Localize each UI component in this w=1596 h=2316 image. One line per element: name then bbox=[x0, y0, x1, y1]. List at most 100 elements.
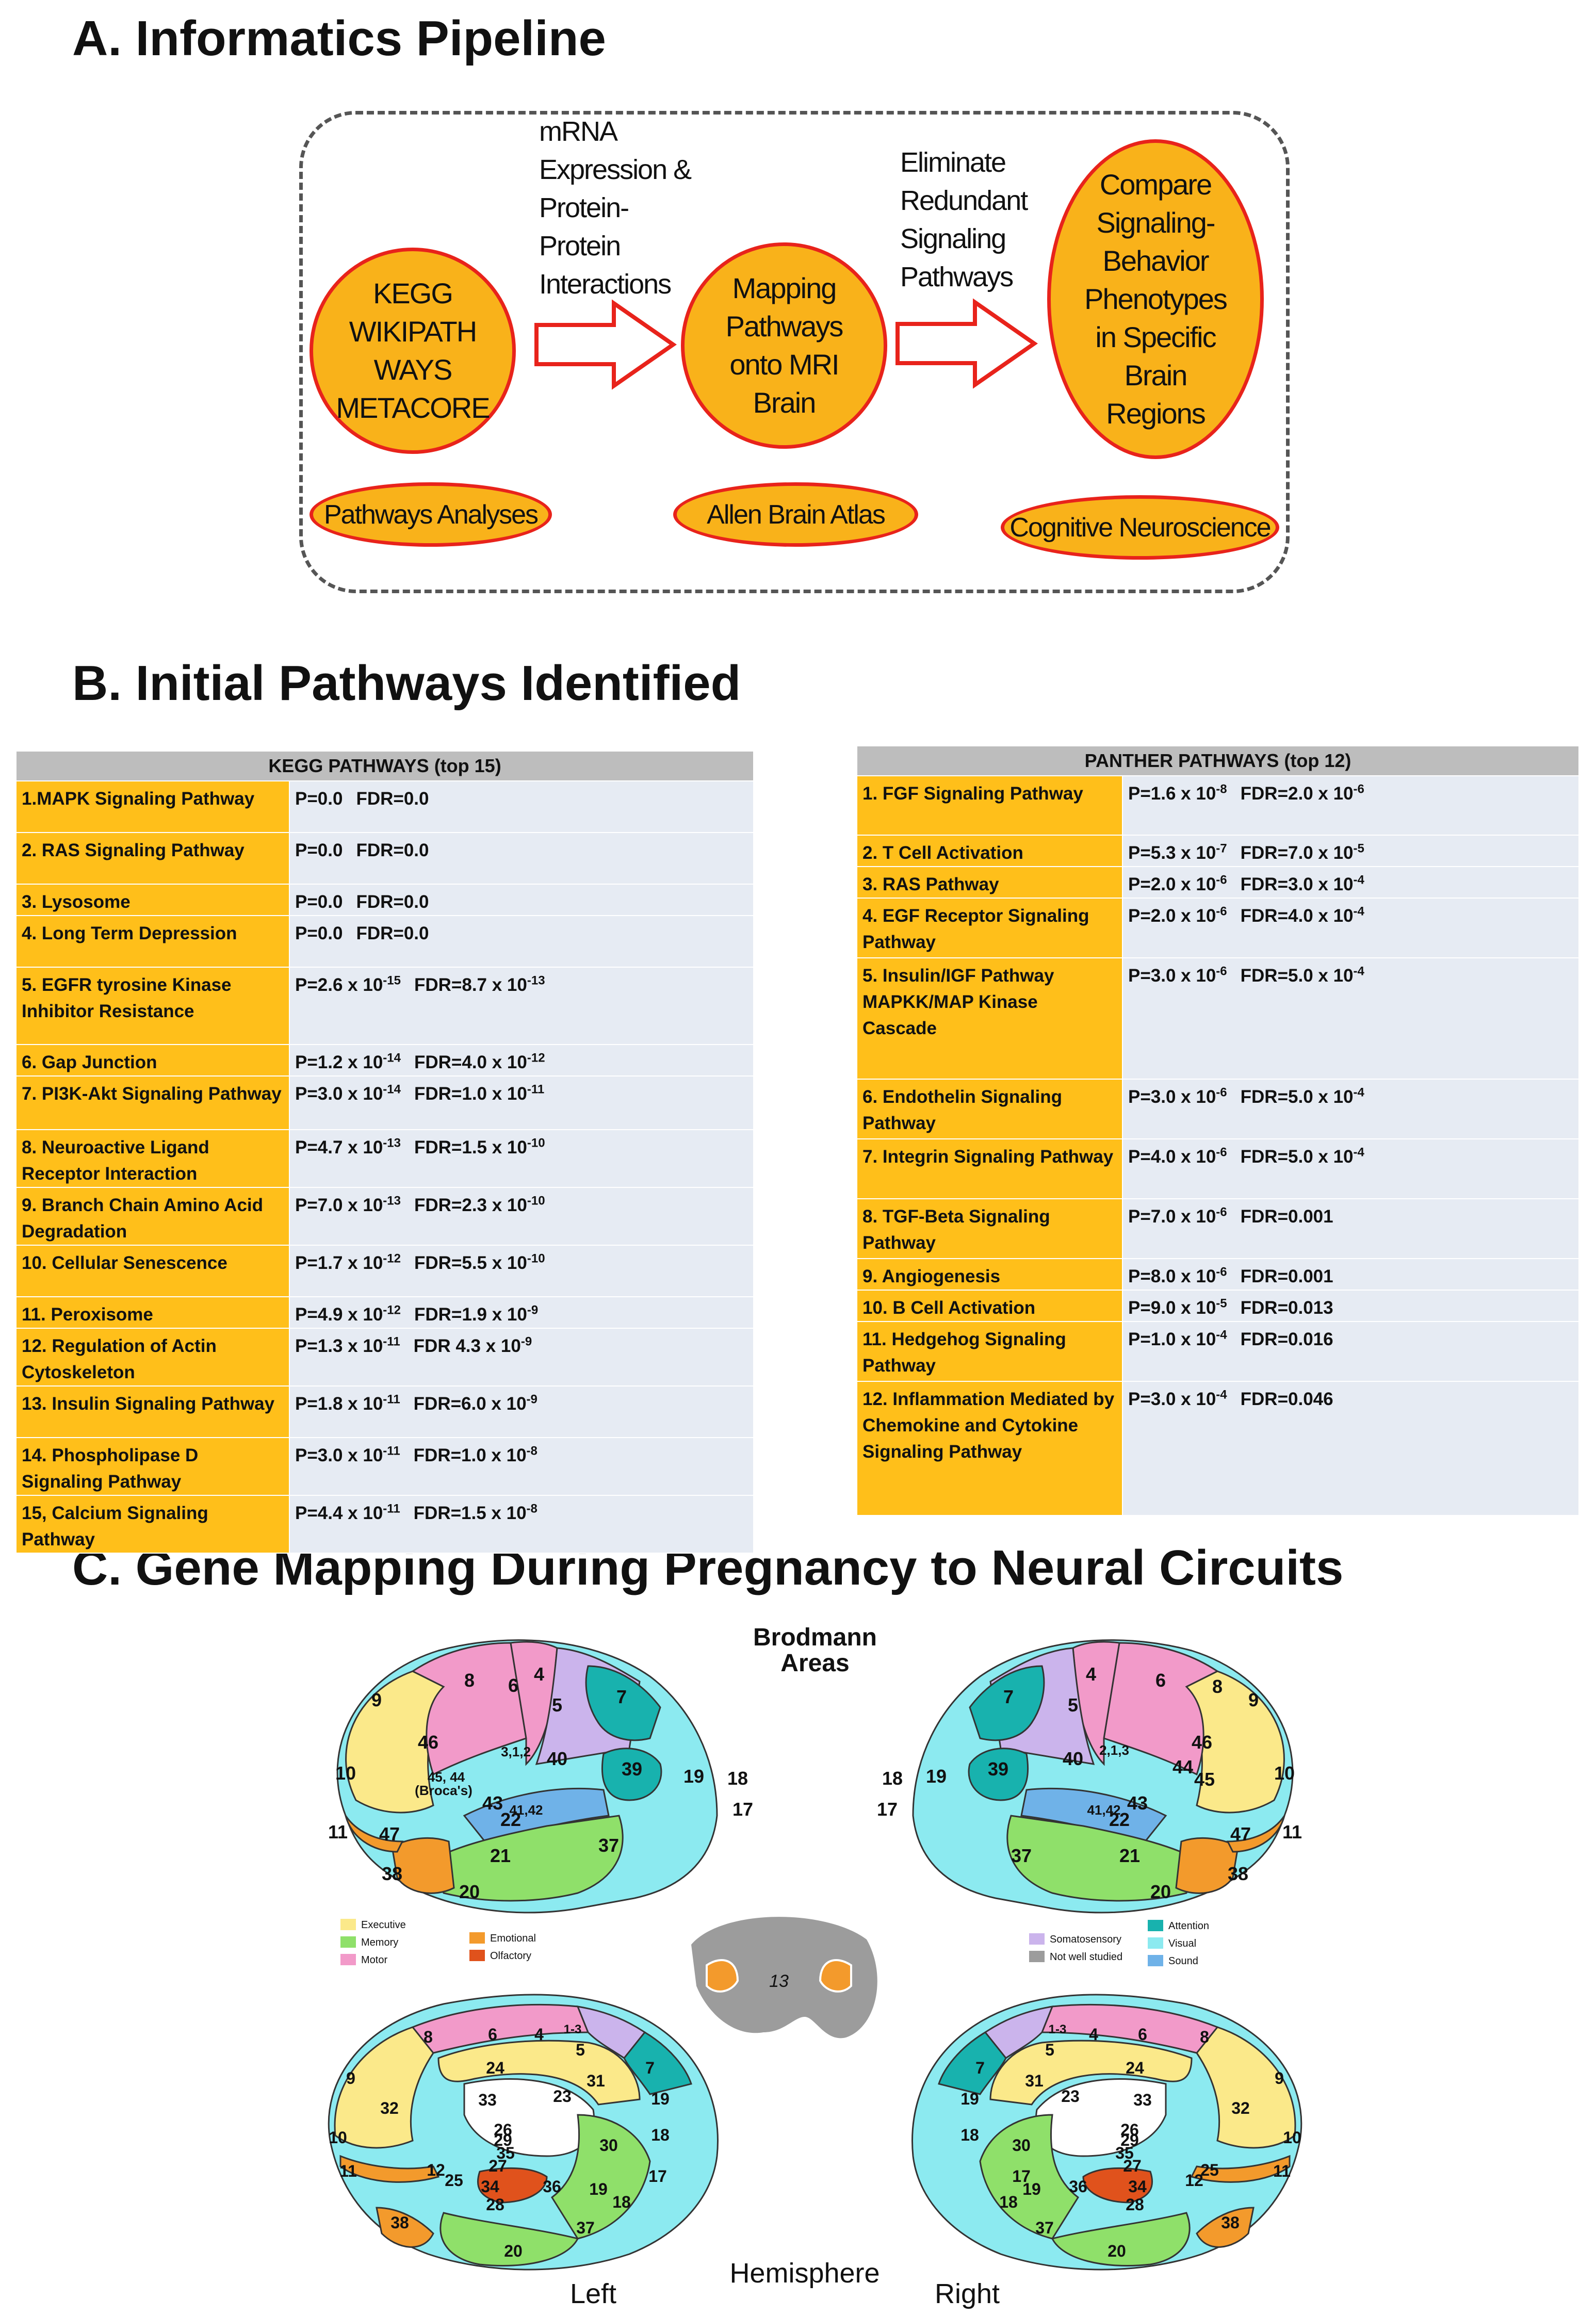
fdr-value: FDR=2.0 x 10 bbox=[1240, 784, 1354, 804]
fdr-value: FDR=0.0 bbox=[356, 789, 429, 809]
legend-label: Executive bbox=[361, 1919, 406, 1931]
p-value: P=4.9 x 10 bbox=[295, 1304, 383, 1325]
area-label: 23 bbox=[553, 2087, 572, 2106]
legend-label: Olfactory bbox=[490, 1950, 531, 1962]
p-exponent: -6 bbox=[1216, 1145, 1227, 1160]
fdr-value: FDR=0.001 bbox=[1240, 1206, 1333, 1227]
area-label: 6 bbox=[1138, 2025, 1147, 2044]
area-label: 46 bbox=[418, 1732, 438, 1753]
area-label: 24 bbox=[486, 2059, 504, 2077]
area-label: 13 bbox=[769, 1971, 789, 1991]
p-value: P=2.0 x 10 bbox=[1128, 906, 1216, 926]
fdr-value: FDR=5.0 x 10 bbox=[1240, 1087, 1354, 1107]
area-label: 35 bbox=[496, 2144, 515, 2162]
legend-label: Memory bbox=[361, 1937, 398, 1948]
fdr-exponent: -12 bbox=[527, 1051, 545, 1065]
area-label: 34 bbox=[1128, 2177, 1147, 2196]
pathway-name: 6. Endothelin Signaling Pathway bbox=[856, 1079, 1123, 1139]
p-value: P=3.0 x 10 bbox=[295, 1445, 383, 1465]
node-compare: Compare Signaling- Behavior Phenotypes i… bbox=[1047, 139, 1264, 459]
area-label: 38 bbox=[390, 2213, 409, 2232]
p-exponent: -6 bbox=[1216, 964, 1227, 978]
area-label: 19 bbox=[1022, 2180, 1041, 2198]
section-b-title: B. Initial Pathways Identified bbox=[72, 656, 741, 711]
legend-label: Emotional bbox=[490, 1933, 536, 1944]
pathway-name: 3. RAS Pathway bbox=[856, 866, 1123, 899]
area-label: 19 bbox=[683, 1766, 704, 1787]
fdr-value: FDR=1.9 x 10 bbox=[414, 1304, 527, 1325]
region-motor bbox=[1103, 1642, 1219, 1776]
fdr-value: FDR=1.5 x 10 bbox=[414, 1137, 527, 1157]
area-label: 10 bbox=[1283, 2128, 1301, 2147]
region-memory bbox=[1051, 2212, 1191, 2266]
node3-line: Behavior bbox=[1102, 244, 1209, 277]
brodmann-title: Brodmann bbox=[753, 1624, 877, 1651]
area-label: 40 bbox=[547, 1748, 567, 1769]
fdr-exponent: -4 bbox=[1353, 873, 1364, 887]
area-label: 20 bbox=[1150, 1881, 1171, 1902]
area-label: 38 bbox=[382, 1863, 402, 1884]
pathway-name: 7. Integrin Signaling Pathway bbox=[856, 1138, 1123, 1199]
arrow2-label: Eliminate Redundant Signaling Pathways bbox=[900, 143, 1028, 296]
area-label: 1-3 bbox=[564, 2023, 582, 2036]
node-databases: KEGG WIKIPATH WAYS METACORE bbox=[310, 248, 516, 454]
area-label: 33 bbox=[478, 2091, 497, 2109]
area-label: 24 bbox=[1126, 2059, 1144, 2077]
pipeline-frame bbox=[299, 111, 1290, 593]
region-emotional bbox=[1196, 2207, 1255, 2248]
label-text: Cognitive Neuroscience bbox=[1009, 512, 1271, 543]
area-label: 7 bbox=[645, 2059, 655, 2077]
arrow1-label: mRNA Expression & Protein- Protein Inter… bbox=[539, 112, 692, 303]
fdr-value: FDR=5.5 x 10 bbox=[414, 1253, 527, 1273]
fdr-exponent: -4 bbox=[1353, 1085, 1364, 1100]
fdr-exponent: -10 bbox=[527, 1194, 545, 1208]
pathway-name: 7. PI3K-Akt Signaling Pathway bbox=[15, 1075, 290, 1130]
area-label: 7 bbox=[1003, 1686, 1014, 1707]
area-label: 21 bbox=[490, 1845, 511, 1866]
fdr-value: FDR=8.7 x 10 bbox=[414, 975, 527, 995]
area-label: 11 bbox=[339, 2162, 357, 2180]
region-emotional bbox=[339, 2155, 440, 2183]
area-label: (Broca's) bbox=[415, 1783, 473, 1798]
area-label: 8 bbox=[1200, 2028, 1209, 2046]
area-label: 11 bbox=[1273, 2162, 1291, 2180]
p-exponent: -6 bbox=[1216, 1205, 1227, 1219]
pathway-name: 10. B Cell Activation bbox=[856, 1290, 1123, 1322]
area-label: 19 bbox=[589, 2180, 608, 2198]
medial-right-group bbox=[911, 1994, 1302, 2271]
area-label: 18 bbox=[882, 1768, 903, 1789]
area-label: 28 bbox=[486, 2195, 504, 2214]
p-exponent: -13 bbox=[383, 1136, 401, 1150]
area-label: 44 bbox=[1172, 1756, 1193, 1777]
legend-label: Sound bbox=[1168, 1955, 1198, 1967]
node1-line: KEGG bbox=[373, 277, 453, 309]
area-label: 5 bbox=[576, 2041, 585, 2059]
area-label: 18 bbox=[727, 1768, 748, 1789]
legend-swatch bbox=[1029, 1951, 1045, 1962]
area-label: 11 bbox=[328, 1821, 348, 1842]
legend-swatch bbox=[340, 1954, 356, 1965]
p-value: P=7.0 x 10 bbox=[1128, 1206, 1216, 1227]
node3-line: Signaling- bbox=[1096, 206, 1215, 239]
area-label: 5 bbox=[552, 1694, 562, 1716]
area-label: 17 bbox=[648, 2167, 667, 2185]
area-label: 43 bbox=[1127, 1792, 1148, 1814]
fdr-value: FDR=0.0 bbox=[356, 892, 429, 912]
area-label: 29 bbox=[494, 2131, 512, 2149]
area-label: 30 bbox=[1012, 2136, 1031, 2155]
node3-line: Compare bbox=[1099, 168, 1212, 201]
area-label: 27 bbox=[1123, 2157, 1142, 2175]
